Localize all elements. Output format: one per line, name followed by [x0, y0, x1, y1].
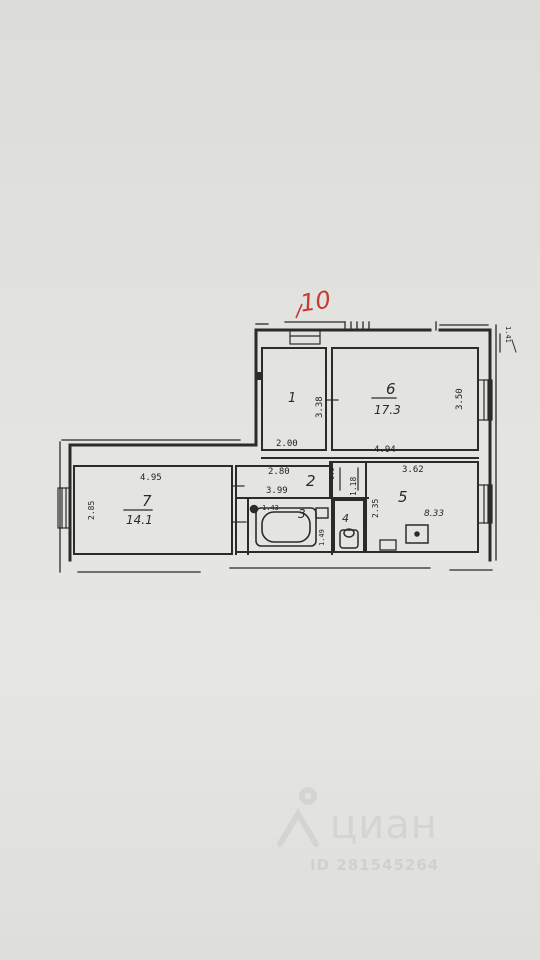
room-7-number: 7	[142, 492, 152, 510]
dim-corridor-length: 3.99	[266, 486, 288, 496]
room-6-area: 17.3	[374, 403, 401, 417]
exterior-walls	[68, 328, 492, 562]
kitchen-sink	[379, 539, 397, 551]
cian-watermark: циан ID 281545264	[272, 780, 532, 880]
dim-room1-width: 2.00	[276, 439, 298, 449]
dim-corridor-depth: 0.9	[328, 467, 336, 480]
radiator-room-1	[256, 372, 261, 380]
dim-corridor-width: 2.80	[268, 467, 290, 477]
dim-bath-length: 1.49	[318, 529, 326, 546]
dimension-ticks	[231, 333, 501, 523]
kitchen-stove	[405, 524, 429, 544]
dim-room6-width: 4.94	[374, 445, 396, 455]
dim-room6-height: 3.50	[455, 388, 465, 410]
room-7-area: 14.1	[126, 513, 153, 527]
room-2-number: 2	[306, 472, 316, 490]
room-1-number: 1	[288, 391, 296, 406]
wall-hatching	[59, 321, 497, 573]
sheet-number: 10	[298, 286, 332, 318]
interior-walls	[73, 347, 479, 555]
cian-logo-icon	[277, 787, 319, 847]
dim-edge-note: 1.41	[504, 326, 512, 343]
dim-kitchen-width: 3.62	[402, 465, 424, 475]
room-4-number: 4	[342, 512, 349, 525]
watermark-brand: циан	[330, 802, 438, 848]
watermark-listing-id: ID 281545264	[310, 856, 440, 874]
dim-room7-height: 2.85	[87, 501, 96, 520]
room-5-area: 8.33	[424, 509, 444, 519]
dim-bath-width: 1.43	[262, 504, 279, 512]
dim-room7-width: 4.95	[140, 473, 162, 483]
window-top	[289, 329, 321, 345]
dim-room1-height: 3.38	[315, 396, 325, 418]
toilet	[339, 528, 359, 549]
washbasin	[315, 507, 329, 519]
room-5-number: 5	[398, 488, 408, 506]
bathtub	[249, 504, 317, 547]
dim-wc-width: 1.18	[349, 477, 358, 496]
window-left	[57, 487, 71, 529]
dim-kitchen-height: 2.35	[371, 499, 380, 518]
room-3-number: 3	[298, 507, 306, 521]
room-6-number: 6	[386, 380, 396, 398]
